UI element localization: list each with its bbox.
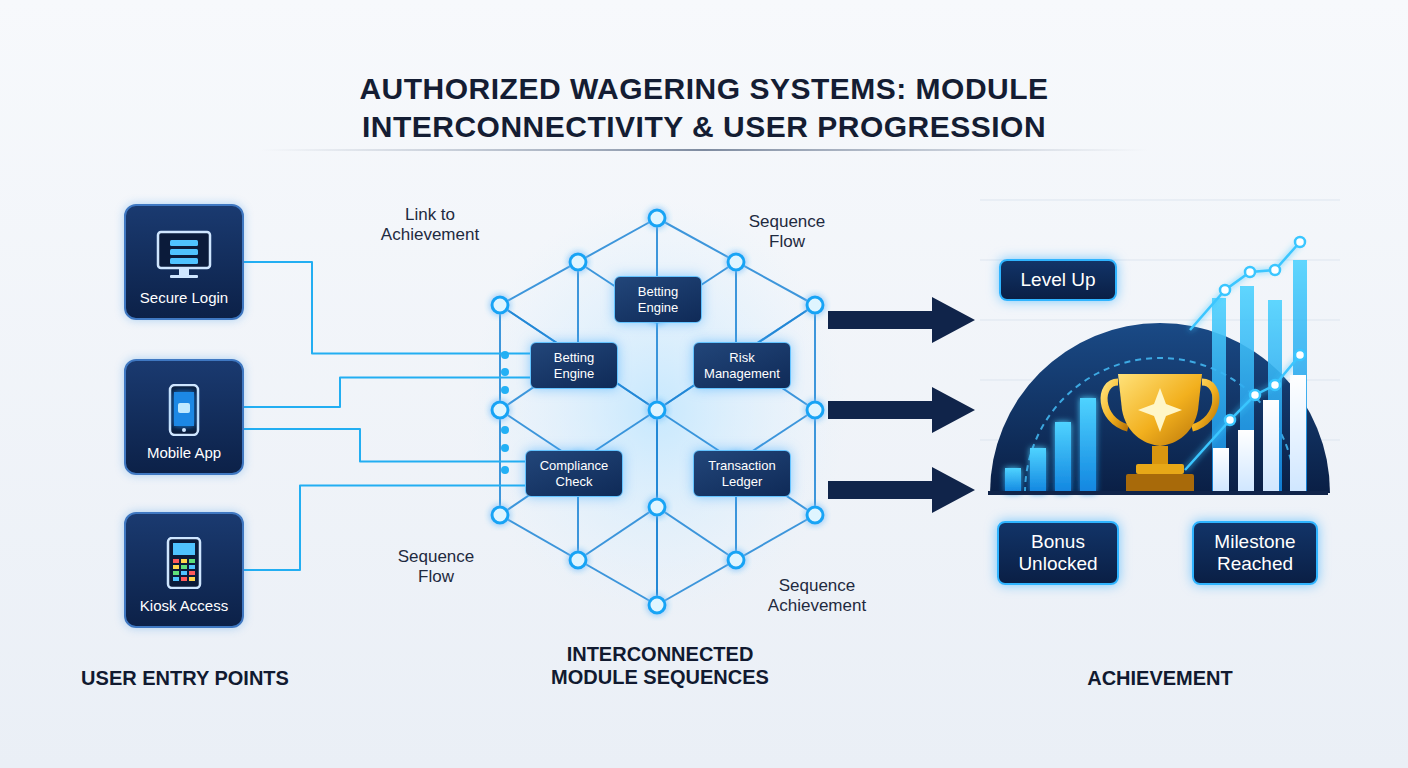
node-label: Secure Login bbox=[140, 289, 228, 306]
flow-note: Sequence Flow bbox=[737, 212, 837, 251]
flow-connector bbox=[244, 378, 530, 407]
flow-note: Sequence Achievement bbox=[752, 576, 882, 615]
node-label: Level Up bbox=[1011, 269, 1105, 291]
flow-note: Sequence Flow bbox=[386, 547, 486, 586]
section-heading: ACHIEVEMENT bbox=[1060, 667, 1260, 690]
kiosk-icon bbox=[152, 537, 216, 589]
node-label: Kiosk Access bbox=[140, 597, 228, 614]
flow-connector bbox=[244, 429, 525, 462]
entry-point-box: Kiosk Access bbox=[124, 512, 244, 628]
section-heading: INTERCONNECTED MODULE SEQUENCES bbox=[540, 643, 780, 689]
module-box: Risk Management bbox=[693, 342, 791, 389]
achievement-badge: Level Up bbox=[999, 259, 1117, 301]
module-box: Betting Engine bbox=[530, 342, 618, 389]
phone-icon bbox=[152, 384, 216, 436]
entry-point-box: Secure Login bbox=[124, 204, 244, 320]
node-label: Mobile App bbox=[147, 444, 221, 461]
achievement-badge: Milestone Reached bbox=[1192, 521, 1318, 585]
diagram-title: AUTHORIZED WAGERING SYSTEMS: MODULE INTE… bbox=[224, 70, 1184, 145]
flow-connector bbox=[244, 486, 525, 570]
module-box: Betting Engine bbox=[614, 276, 702, 323]
node-label: Bonus Unlocked bbox=[1009, 531, 1107, 575]
flow-note: Link to Achievement bbox=[365, 205, 495, 244]
entry-point-box: Mobile App bbox=[124, 359, 244, 475]
monitor-icon bbox=[152, 229, 216, 281]
node-label: Compliance Check bbox=[532, 458, 616, 489]
node-label: Betting Engine bbox=[621, 284, 695, 315]
section-heading: USER ENTRY POINTS bbox=[55, 667, 315, 690]
node-label: Milestone Reached bbox=[1204, 531, 1306, 575]
module-box: Transaction Ledger bbox=[693, 450, 791, 497]
module-box: Compliance Check bbox=[525, 450, 623, 497]
achievement-badge: Bonus Unlocked bbox=[997, 521, 1119, 585]
node-label: Transaction Ledger bbox=[700, 458, 784, 489]
node-label: Betting Engine bbox=[537, 350, 611, 381]
flow-connector bbox=[244, 262, 530, 354]
node-label: Risk Management bbox=[700, 350, 784, 381]
